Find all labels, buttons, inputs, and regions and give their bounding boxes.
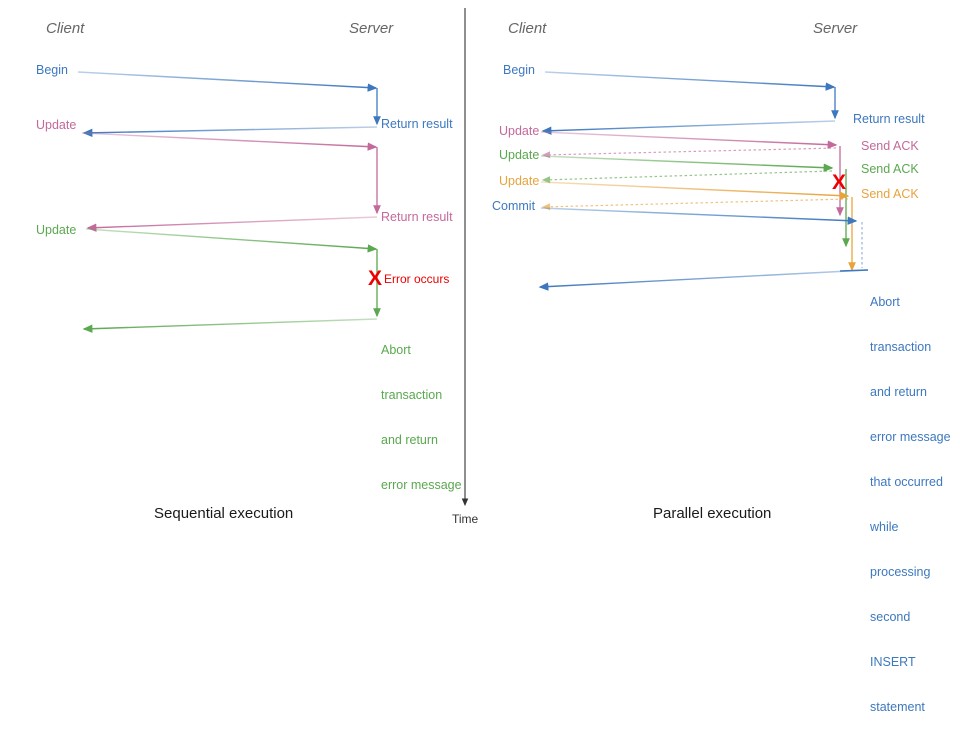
left-error-x-icon: X xyxy=(368,267,383,290)
arrow-update-1-request xyxy=(81,132,378,151)
left-label-update-2: Update xyxy=(36,223,77,237)
arrow-send-ack-1 xyxy=(541,147,837,159)
arrow-return-result xyxy=(541,120,836,135)
right-abort-line-3: and return xyxy=(870,385,927,399)
right-error-x-icon: X xyxy=(832,171,847,194)
right-abort-line-6: while xyxy=(870,520,899,534)
right-label-send-ack-1: Send ACK xyxy=(861,139,919,153)
arrow-send-ack-2 xyxy=(541,170,833,184)
arrow-send-ack-3 xyxy=(541,198,849,211)
arrow-update-3-request xyxy=(540,181,850,200)
arrow-abort-response xyxy=(82,318,378,333)
right-label-send-ack-2: Send ACK xyxy=(861,162,919,176)
left-abort-line-1: Abort xyxy=(381,343,411,357)
arrow-begin-request xyxy=(544,71,836,91)
arrow-return-result-2 xyxy=(86,216,378,232)
right-abort-line-5: that occurred xyxy=(870,475,943,489)
right-abort-line-7: processing xyxy=(870,565,931,579)
arrow-update-2-request xyxy=(85,228,378,253)
right-abort-line-1: Abort xyxy=(870,295,900,309)
right-abort-line-9: INSERT xyxy=(870,655,916,669)
arrow-return-result-1 xyxy=(82,126,378,138)
right-actor-server: Server xyxy=(813,20,858,37)
left-actor-client: Client xyxy=(46,20,85,37)
right-abort-line-4: error message xyxy=(870,430,951,444)
right-label-update-1: Update xyxy=(499,124,540,138)
sequence-diagram-svg xyxy=(77,8,869,507)
left-abort-line-3: and return xyxy=(381,433,438,447)
arrow-commit-request xyxy=(540,207,858,225)
left-label-begin: Begin xyxy=(36,63,68,77)
left-label-return-result-1: Return result xyxy=(381,117,453,131)
arrow-abort-response xyxy=(538,269,869,291)
left-label-error-occurs: Error occurs xyxy=(384,272,450,286)
right-label-update-2: Update xyxy=(499,148,540,162)
right-abort-line-10: statement xyxy=(870,700,925,714)
left-label-return-result-2: Return result xyxy=(381,210,453,224)
right-abort-line-8: second xyxy=(870,610,911,624)
diagram-canvas: Client Server Begin Update Update Return… xyxy=(36,8,951,714)
arrow-update-2-request xyxy=(540,155,834,172)
right-label-begin: Begin xyxy=(503,63,535,77)
right-label-commit: Commit xyxy=(492,199,536,213)
left-abort-block: Abort transaction and return error messa… xyxy=(381,313,462,523)
right-abort-line-2: transaction xyxy=(870,340,932,354)
left-abort-line-2: transaction xyxy=(381,388,443,402)
right-actor-client: Client xyxy=(508,20,547,37)
time-axis-label: Time xyxy=(452,512,479,526)
abort-connector xyxy=(839,269,869,272)
left-abort-line-4: error message xyxy=(381,478,462,492)
left-label-update-1: Update xyxy=(36,118,77,132)
arrow-begin-request xyxy=(77,71,378,92)
left-actor-server: Server xyxy=(349,20,394,37)
left-caption: Sequential execution xyxy=(154,505,294,522)
right-panel-arrows xyxy=(538,71,869,291)
left-panel-arrows xyxy=(77,71,381,333)
right-label-update-3: Update xyxy=(499,174,540,188)
right-label-return-result: Return result xyxy=(853,112,925,126)
right-abort-block: Abort transaction and return error messa… xyxy=(870,265,951,745)
arrow-update-1-request xyxy=(540,131,838,149)
right-label-send-ack-3: Send ACK xyxy=(861,187,919,201)
right-caption: Parallel execution xyxy=(653,505,772,522)
